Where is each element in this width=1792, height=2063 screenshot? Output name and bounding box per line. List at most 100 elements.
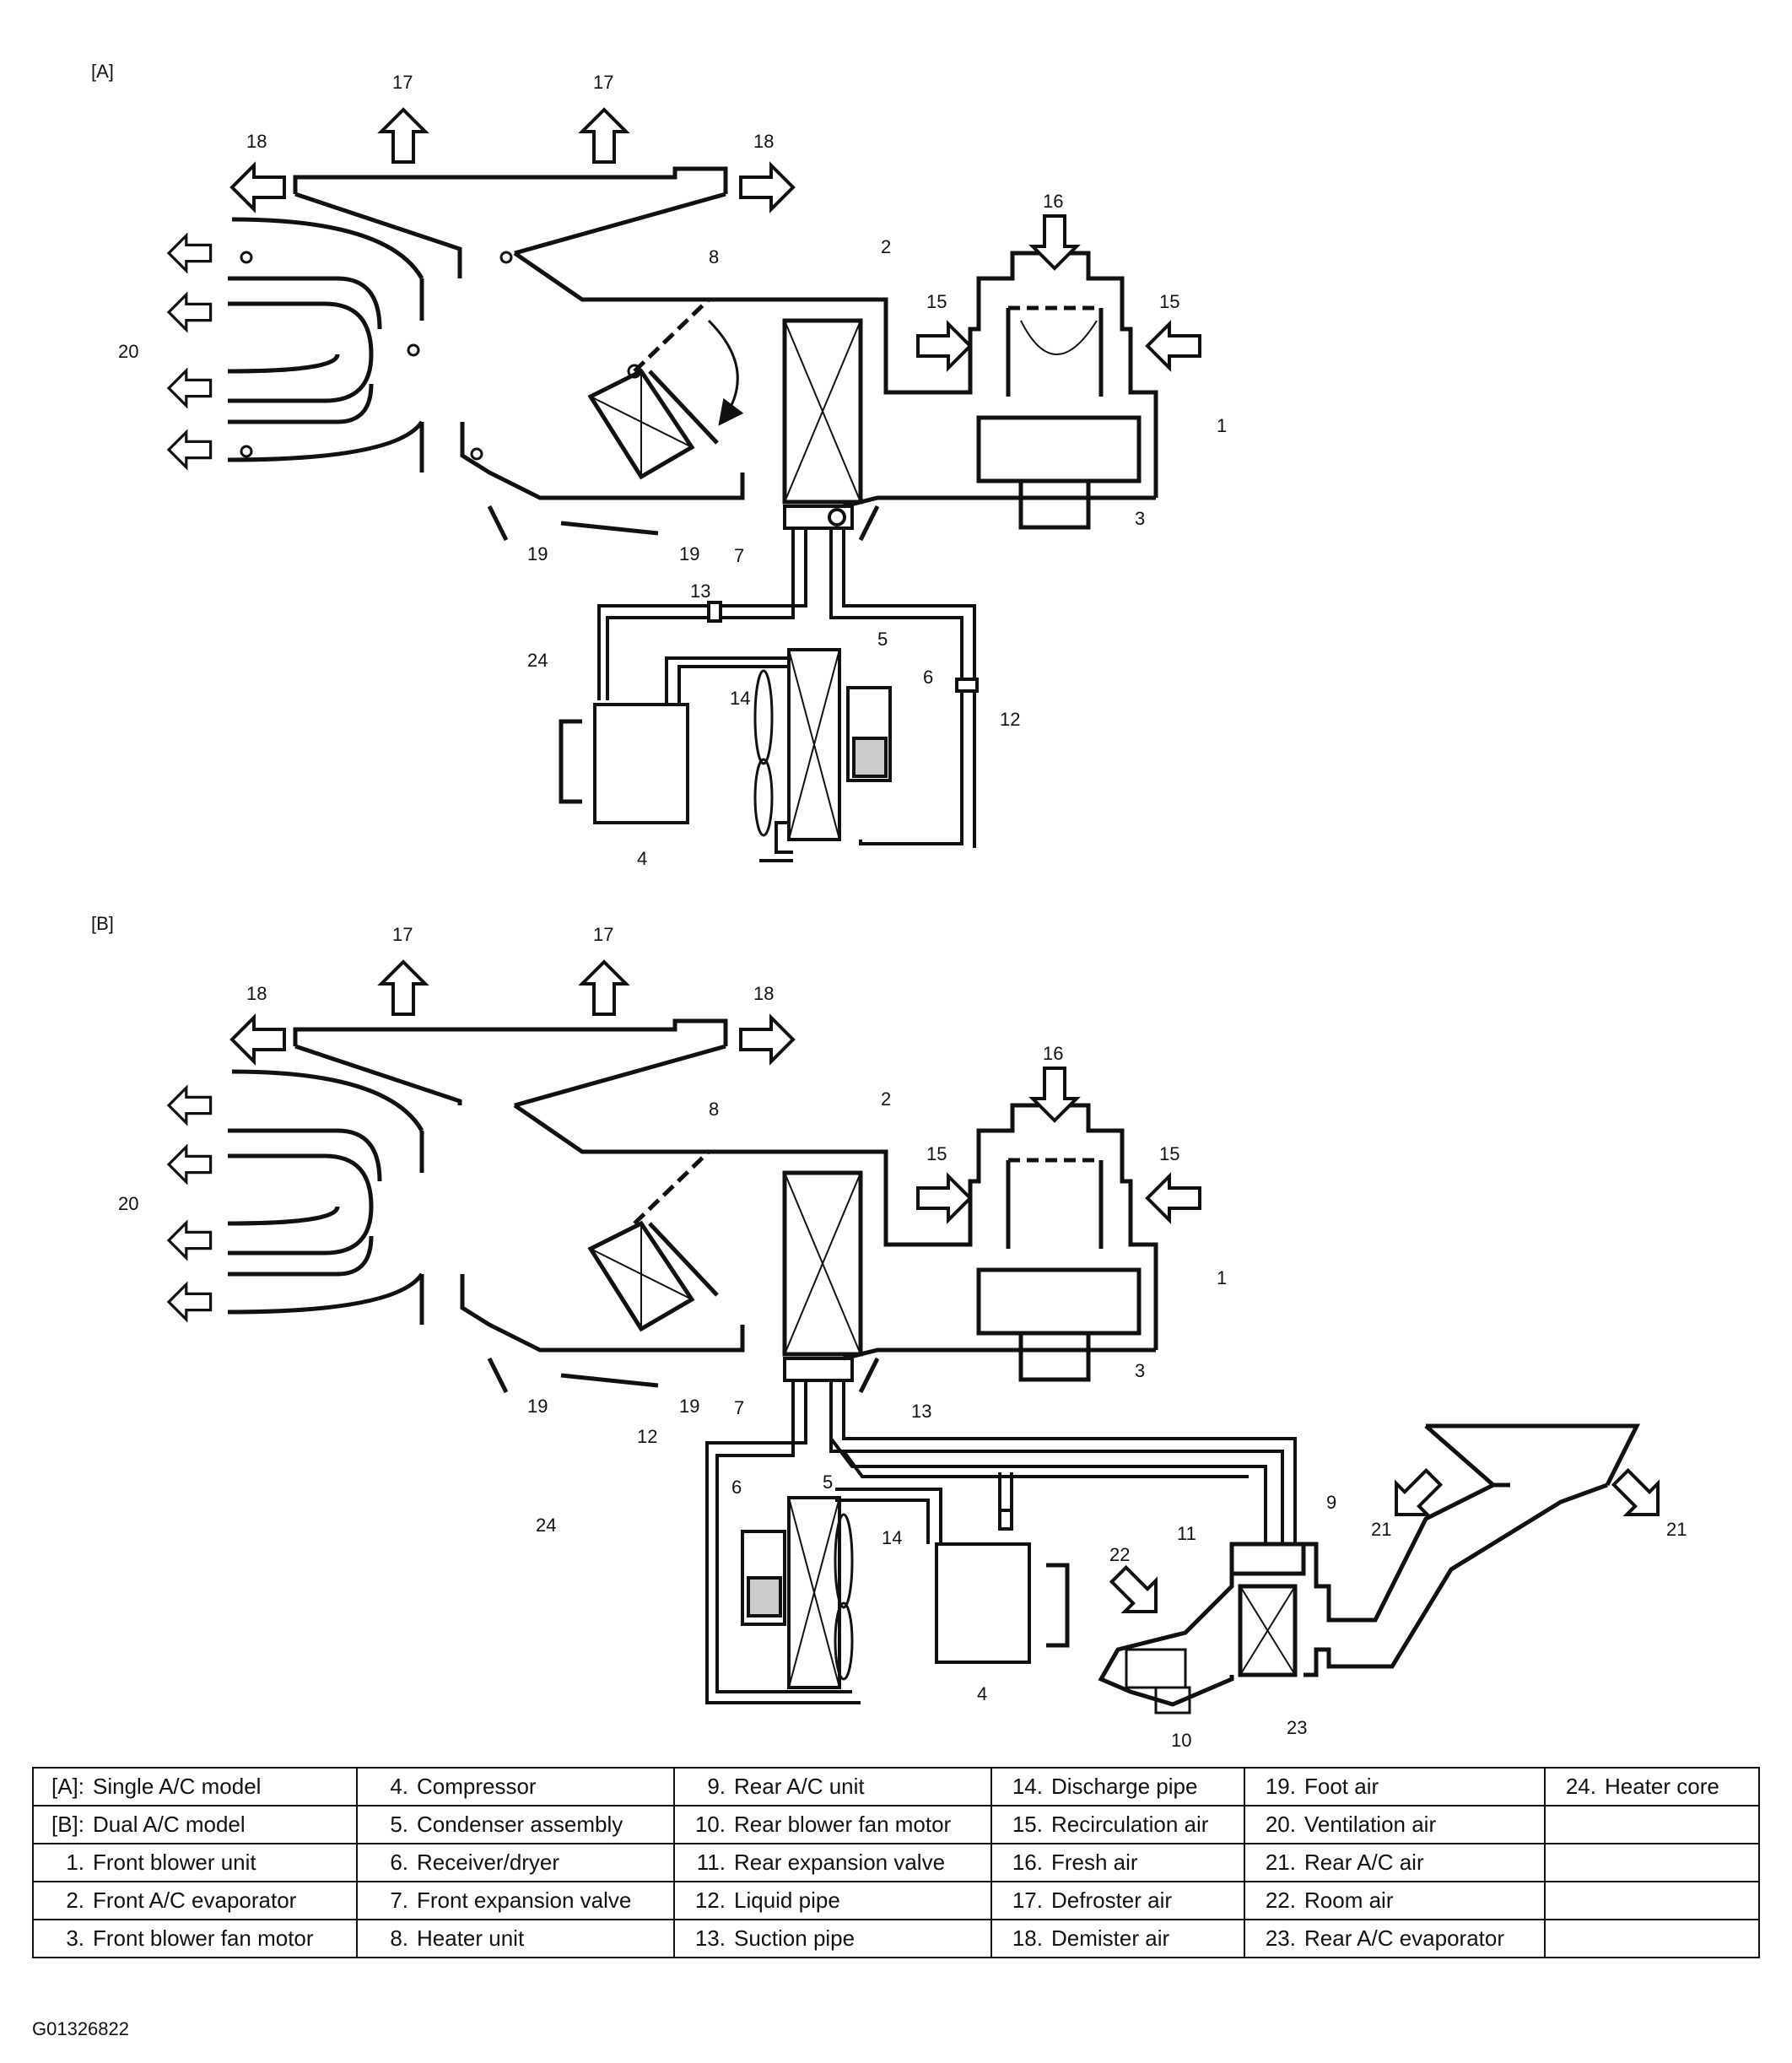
legend-cell: 20.Ventilation air [1244,1805,1546,1844]
legend-text: Ventilation air [1304,1812,1437,1837]
legend-cell: 15.Recirculation air [990,1805,1245,1844]
defroster-air-arrow [580,108,628,164]
callout-23: 23 [1287,1717,1307,1738]
callout-6: 6 [923,667,933,688]
legend-number: [B]: [51,1812,84,1837]
recirculation-air-arrow [916,322,972,370]
legend-cell: 23.Rear A/C evaporator [1244,1919,1546,1958]
legend-text: Dual A/C model [93,1812,246,1837]
callout-14: 14 [882,1527,902,1548]
callout-16: 16 [1043,1043,1063,1064]
callout-24: 24 [527,650,548,671]
legend-number: 16. [1012,1850,1043,1875]
callout-16: 16 [1043,191,1063,212]
ventilation-air-arrow [167,293,213,332]
callout-19: 19 [679,543,699,564]
callout-9: 9 [1326,1492,1336,1513]
condenser-fan [753,669,774,765]
front-ac-evaporator [782,318,863,505]
legend-cell: 24.Heater core [1544,1767,1760,1806]
callout-17: 17 [392,924,413,945]
vent-dampers [240,251,642,461]
legend-number: 7. [390,1887,408,1913]
callout-5: 5 [823,1472,833,1493]
callout-17: 17 [593,72,613,93]
legend-cell: 2.Front A/C evaporator [32,1881,358,1920]
fresh-air-arrow [1031,214,1078,270]
legend-number: 10. [694,1812,726,1837]
callout-18: 18 [753,983,774,1004]
ventilation-air-arrow [167,234,213,273]
legend-number: 6. [390,1850,408,1875]
callout-labels: 17 17 18 18 16 2 8 15 15 20 1 3 19 19 7 … [118,72,1687,1751]
legend-cell: 16.Fresh air [990,1843,1245,1882]
callout-14: 14 [730,688,750,709]
callout-3: 3 [1135,508,1145,529]
recirculation-air-arrow [1146,322,1201,370]
legend-text: Front expansion valve [417,1887,632,1913]
callout-12: 12 [637,1426,657,1447]
callout-15: 15 [926,291,947,312]
condenser-fan [834,1513,854,1609]
callout-13: 13 [911,1401,931,1422]
callout-12: 12 [1000,709,1020,730]
legend-row: [B]: Dual A/C model 5.Condenser assembly 10… [32,1805,1760,1844]
legend-cell: 19.Foot air [1244,1767,1546,1806]
callout-21: 21 [1666,1519,1687,1540]
legend-cell: 21.Rear A/C air [1244,1843,1546,1882]
ventilation-air-arrow [167,1283,213,1321]
callout-20: 20 [118,341,138,362]
legend-number: [A]: [51,1774,84,1799]
hvac-system-diagram: [A] [91,61,1687,1751]
legend-number: 13. [694,1925,726,1951]
legend-text: Rear A/C evaporator [1304,1925,1505,1951]
panel-a-tag: [A] [91,61,114,82]
legend-number: 21. [1265,1850,1296,1875]
callout-5: 5 [877,629,888,650]
legend-number: 9. [707,1774,726,1799]
legend-cell: 1. Front blower unit [32,1843,358,1882]
panel-a-single-ac: [A] [91,61,1201,862]
legend-text: Front blower unit [93,1850,256,1875]
legend-cell: 13.Suction pipe [673,1919,992,1958]
callout-15: 15 [1159,291,1179,312]
legend-text: Compressor [417,1774,537,1799]
legend-cell [1544,1881,1760,1920]
legend-text: Rear expansion valve [734,1850,946,1875]
legend-cell [1544,1843,1760,1882]
legend-number: 19. [1265,1774,1296,1799]
legend-text: Single A/C model [93,1774,262,1799]
legend-number: 1. [66,1850,84,1875]
callout-18: 18 [246,983,267,1004]
callout-19: 19 [527,543,548,564]
demister-air-arrow [739,1016,795,1063]
legend-cell [1544,1805,1760,1844]
legend-text: Discharge pipe [1051,1774,1198,1799]
legend-text: Rear A/C unit [734,1774,865,1799]
legend-text: Recirculation air [1051,1812,1209,1837]
callout-8: 8 [709,246,719,267]
legend-text: Front blower fan motor [93,1925,314,1951]
callout-13: 13 [690,581,710,602]
legend-text: Front A/C evaporator [93,1887,297,1913]
defroster-air-arrow [380,960,427,1016]
callout-4: 4 [977,1683,987,1704]
callout-2: 2 [881,1088,891,1110]
callout-17: 17 [593,924,613,945]
callout-8: 8 [709,1099,719,1120]
legend-text: Rear blower fan motor [734,1812,952,1837]
callout-2: 2 [881,236,891,257]
demister-air-arrow [230,164,286,211]
legend-text: Defroster air [1051,1887,1173,1913]
legend-text: Condenser assembly [417,1812,623,1837]
callout-15: 15 [1159,1143,1179,1164]
ventilation-air-arrow [167,430,213,469]
legend-cell: 11.Rear expansion valve [673,1843,992,1882]
legend-cell: 5.Condenser assembly [356,1805,675,1844]
ventilation-air-arrow [167,1221,213,1260]
front-expansion-valve [783,505,854,603]
panel-b-dual-ac: [B] [91,913,1673,1715]
